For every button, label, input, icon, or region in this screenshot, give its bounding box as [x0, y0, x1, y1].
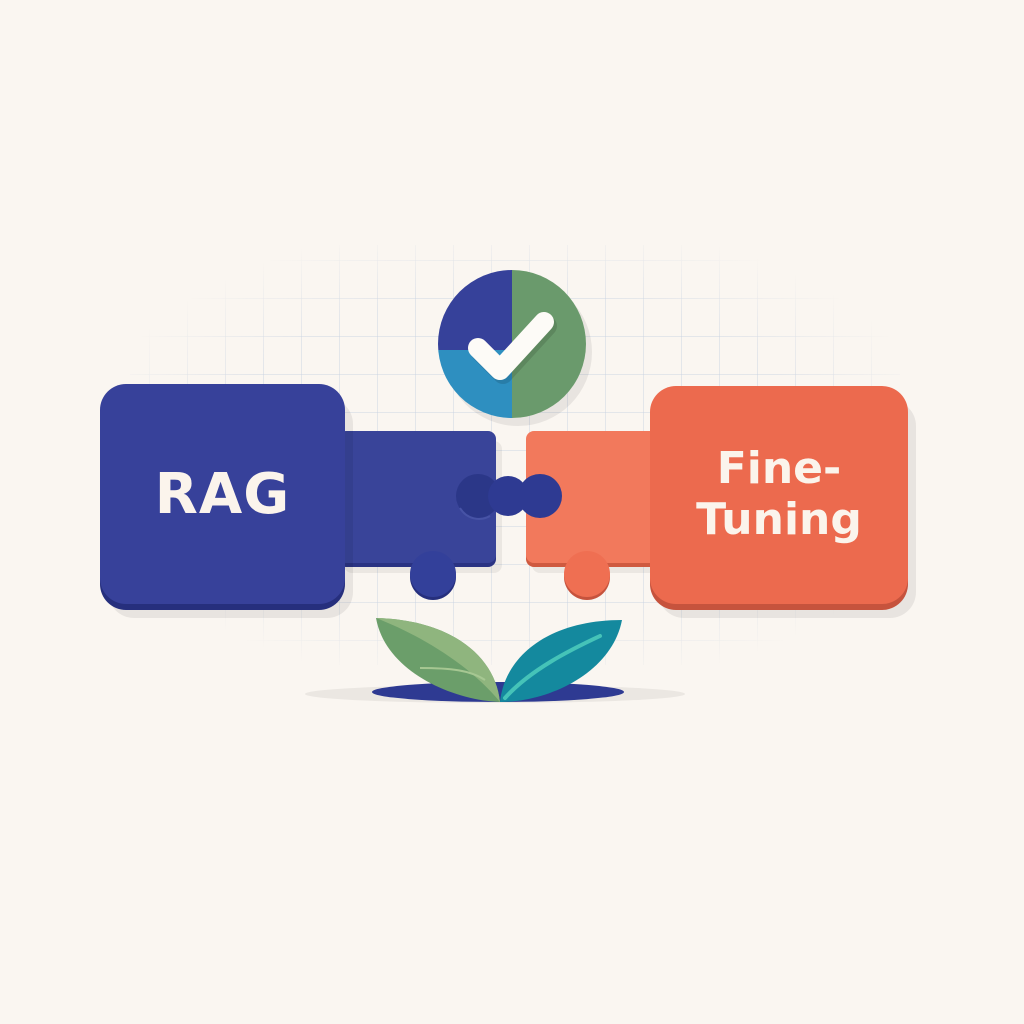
- fine-tuning-puzzle-tab: [564, 551, 610, 597]
- check-badge: [438, 270, 586, 418]
- fine-tuning-label-line2: Tuning: [696, 494, 862, 545]
- fine-tuning-label: Fine- Tuning: [696, 444, 862, 545]
- rag-puzzle-tab: [410, 551, 456, 597]
- fine-tuning-label-line1: Fine-: [716, 443, 842, 495]
- rag-block: RAG: [100, 384, 345, 604]
- fine-tuning-block: Fine- Tuning: [650, 386, 908, 604]
- leaf-sprout-icon: [305, 618, 685, 703]
- puzzle-connector-icon: [456, 474, 562, 520]
- check-icon: [438, 270, 586, 418]
- rag-label: RAG: [154, 461, 291, 527]
